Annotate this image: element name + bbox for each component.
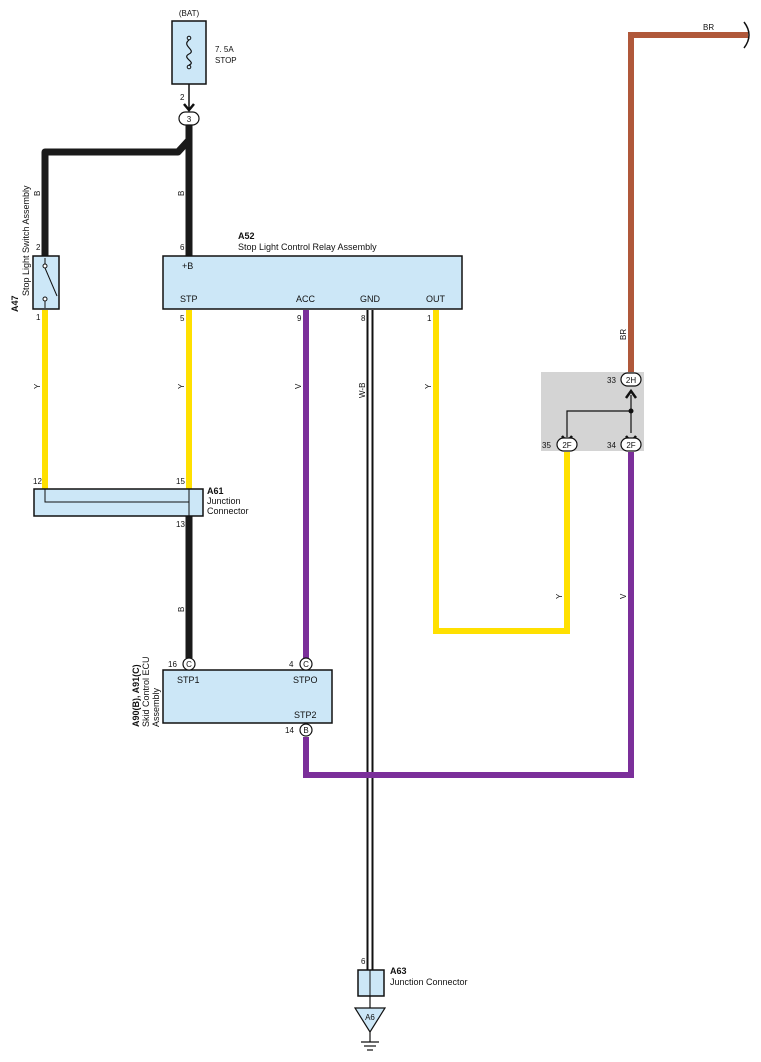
wire-label-br-vertical: BR [619,329,628,340]
wire-label-y-center: Y [177,383,186,389]
wire-label-y-left: Y [33,383,42,389]
jb-left-connector [556,437,578,452]
jb-top-connector [620,372,642,387]
jb-top-conn: 2H [626,376,636,385]
wire-label-wb: W-B [358,383,367,398]
jb-top-pin: 33 [607,376,616,385]
relay-pin-gnd: 8 [361,314,366,323]
fuse-pin: 2 [180,93,185,102]
relay-plus-b-label: +B [182,261,193,271]
wire-label-br-top: BR [703,23,714,32]
fuse-icon [186,39,192,66]
fuse-source: (BAT) [179,9,200,18]
junction-connector-a63: 6 A63 Junction Connector [357,957,468,997]
relay-code: A52 [238,231,255,241]
wire-label-b-left: B [33,191,42,196]
ground-code: A6 [365,1013,375,1022]
ecu-stp2-conn: B [303,726,308,735]
wire-label-b-center: B [177,191,186,196]
relay-pin-acc: 9 [297,314,302,323]
ecu-code: A90(B), A91(C) [131,664,141,727]
ecu-stp1-conn: C [186,660,192,669]
ground-symbol: A6 [353,996,387,1051]
wire-brown [628,21,750,372]
ecu-stp2-connector [299,723,313,737]
ecu-stp2-label: STP2 [294,710,317,720]
relay-terminal-stp: STP [180,294,198,304]
wire-labels: B B Y Y V W-B Y BR BR B Y V [33,23,714,612]
a63-pin: 6 [361,957,366,966]
fuse-rating: 7. 5A [215,45,234,54]
switch-code: A47 [10,295,20,312]
jb-right-pin: 34 [607,441,616,450]
ecu-stpo-pin: 4 [289,660,294,669]
wire-label-y-right: Y [555,593,564,599]
connector-3 [178,111,200,126]
relay-pin-stp: 5 [180,314,185,323]
ground-icon [353,1007,387,1034]
skid-control-ecu: STP1 STPO STP2 C 16 C 4 B 14 A90(B), A91… [131,656,333,737]
switch-icon [42,258,58,308]
ecu-stp1-label: STP1 [177,675,200,685]
fuse-connector-label: 3 [187,115,192,124]
a61-pin-bottom: 13 [176,520,185,529]
ecu-name-line2: Assembly [151,687,161,727]
relay-plus-b-pin: 6 [180,243,185,252]
jb-right-connector [620,437,642,452]
ecu-stp1-pin: 16 [168,660,177,669]
relay-terminal-out: OUT [426,294,446,304]
stop-light-control-relay: A52 Stop Light Control Relay Assembly 6 … [162,231,463,323]
wire-label-v-acc: V [294,383,303,389]
junction-block: 2H 33 2F 35 2F 34 [541,372,644,452]
stop-light-switch: 2 1 A47 Stop Light Switch Assembly [10,185,60,322]
ecu-stpo-connector [299,657,313,671]
ecu-stpo-label: STPO [293,675,318,685]
relay-name: Stop Light Control Relay Assembly [238,242,377,252]
ecu-name-line1: Skid Control ECU [141,656,151,727]
jb-left-pin: 35 [542,441,551,450]
ecu-stp1-connector [182,657,196,671]
wire-bat-black [41,121,193,264]
jb-right-conn: 2F [626,441,635,450]
wire-label-v-right: V [619,593,628,599]
a61-code: A61 [207,486,224,496]
a63-code: A63 [390,966,407,976]
ecu-stpo-conn: C [303,660,309,669]
junction-connector-a61: 12 15 13 A61 Junction Connector [33,477,249,529]
relay-pin-out: 1 [427,314,432,323]
a61-name-line2: Connector [207,506,249,516]
wire-stp2-purple [303,452,634,778]
fuse-stop: 3 (BAT) 7. 5A STOP 2 [171,9,237,126]
relay-terminal-acc: ACC [296,294,316,304]
jb-left-conn: 2F [562,441,571,450]
wire-out-yellow [433,310,570,634]
switch-pin-top: 2 [36,243,41,252]
switch-name: Stop Light Switch Assembly [21,185,31,296]
wire-label-b-lower: B [177,607,186,612]
fuse-name: STOP [215,56,237,65]
a61-pin-right: 15 [176,477,185,486]
wire-label-y-out: Y [424,383,433,389]
a61-name-line1: Junction [207,496,241,506]
switch-pin-bottom: 1 [36,313,41,322]
ecu-stp2-pin: 14 [285,726,294,735]
a61-pin-left: 12 [33,477,42,486]
a63-name: Junction Connector [390,977,468,987]
relay-terminal-gnd: GND [360,294,381,304]
